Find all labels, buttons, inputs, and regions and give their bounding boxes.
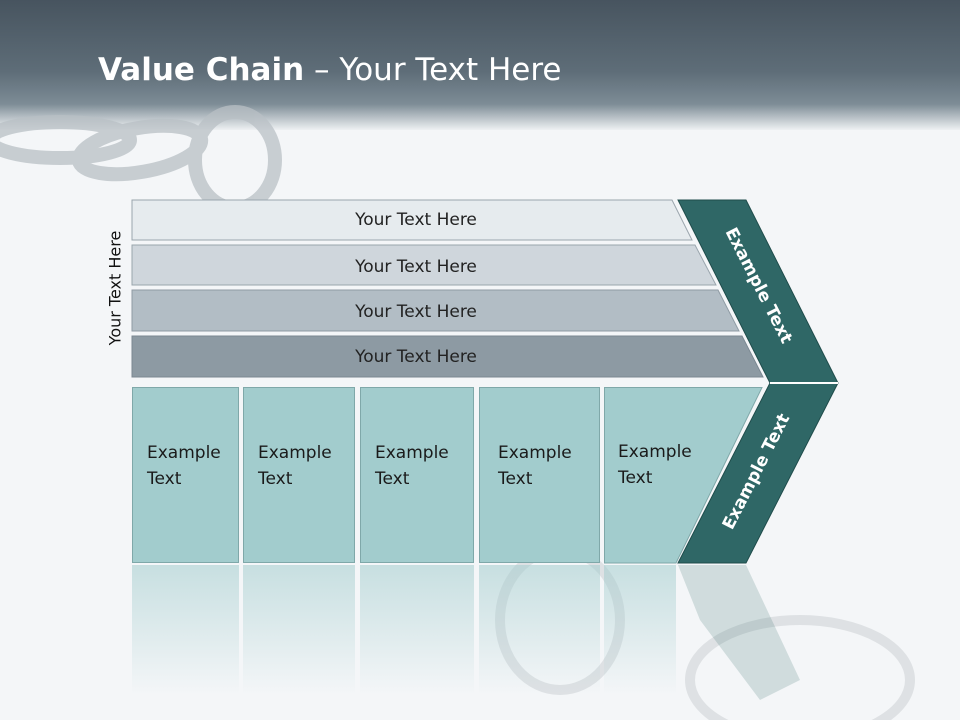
support-bar-3-label: Your Text Here bbox=[354, 302, 477, 322]
activity-box-5-line2: Text bbox=[618, 468, 653, 488]
header-band bbox=[0, 0, 960, 130]
activity-box-2-reflection bbox=[243, 565, 355, 695]
activity-box-1-reflection bbox=[132, 565, 239, 695]
page-title: Value Chain – Your Text Here bbox=[98, 52, 561, 88]
activity-box-2-line2: Text bbox=[258, 469, 293, 489]
support-bar-1-label: Your Text Here bbox=[354, 210, 477, 230]
activity-box-3-line1: Example bbox=[375, 443, 449, 463]
title-rest: – Your Text Here bbox=[304, 52, 562, 88]
support-bar-3 bbox=[131, 289, 740, 332]
support-bar-4-label: Your Text Here bbox=[354, 347, 477, 367]
support-bar-1 bbox=[131, 199, 693, 241]
activity-box-5-reflection bbox=[604, 565, 676, 695]
activity-box-3-line2: Text bbox=[375, 469, 410, 489]
activity-box-4-line2: Text bbox=[498, 469, 533, 489]
activity-box-1-line2: Text bbox=[147, 469, 182, 489]
support-bar-2-label: Your Text Here bbox=[354, 257, 477, 277]
support-bar-2 bbox=[131, 244, 717, 286]
activity-box-4-line1: Example bbox=[498, 443, 572, 463]
activity-box-5-line1: Example bbox=[618, 442, 692, 462]
activity-box-3-reflection bbox=[360, 565, 474, 695]
support-bar-4 bbox=[131, 335, 764, 378]
activity-box-4-reflection bbox=[479, 565, 600, 695]
activity-box-1-line1: Example bbox=[147, 443, 221, 463]
activity-box-5-shape bbox=[604, 387, 763, 564]
activity-box-2-line1: Example bbox=[258, 443, 332, 463]
title-bold: Value Chain bbox=[98, 52, 305, 88]
chevron-reflection bbox=[678, 565, 800, 700]
